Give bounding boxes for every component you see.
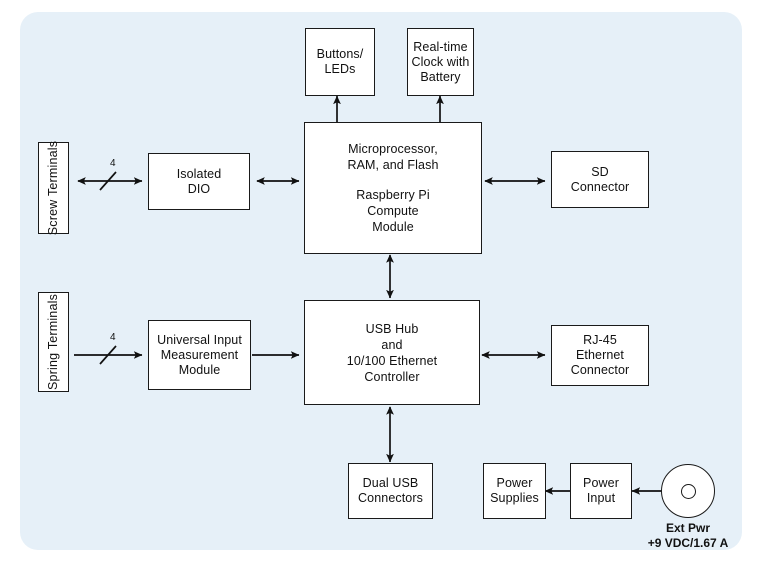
block-buttons-leds[interactable]: Buttons/ LEDs — [305, 28, 375, 96]
uim-line2: Measurement — [160, 347, 239, 362]
cpu-line2: RAM, and Flash — [347, 158, 439, 172]
usb-hub-line4: Controller — [364, 369, 420, 384]
buttons-leds-line1: Buttons/ — [316, 47, 364, 61]
cpu-line1: Microprocessor, — [348, 142, 438, 156]
power-supplies-line2: Supplies — [490, 491, 539, 505]
external-power-jack-icon[interactable] — [661, 464, 715, 518]
block-screw-terminals[interactable]: Screw Terminals — [38, 140, 69, 236]
usb-hub-line2: and — [381, 337, 403, 352]
block-isolated-dio[interactable]: Isolated DIO — [148, 153, 250, 210]
ext-power-line1: Ext Pwr — [665, 521, 710, 535]
rtc-line1: Real-time — [413, 39, 468, 54]
dual-usb-line1: Dual USB — [362, 476, 419, 490]
power-jack-pin-icon — [680, 483, 696, 499]
rj45-line1: RJ-45 — [583, 333, 617, 347]
block-power-supplies[interactable]: Power Supplies — [483, 463, 546, 519]
isolated-dio-line1: Isolated — [176, 166, 222, 181]
external-power-label: Ext Pwr +9 VDC/1.67 A — [608, 521, 757, 551]
power-supplies-line1: Power — [496, 476, 533, 490]
power-input-line1: Power — [583, 476, 619, 490]
cpu-line4: Compute — [367, 204, 419, 218]
block-rj45-ethernet-connector[interactable]: RJ-45 Ethernet Connector — [551, 325, 649, 386]
buttons-leds-line2: LEDs — [324, 62, 356, 76]
usb-hub-line3: 10/100 Ethernet — [346, 353, 438, 368]
screw-terminals-label: Screw Terminals — [46, 140, 61, 236]
rtc-line2: Clock with — [411, 54, 470, 69]
sd-connector-line1: SD — [591, 164, 609, 179]
block-power-input[interactable]: Power Input — [570, 463, 632, 519]
bus-width-label-spring: 4 — [110, 332, 116, 343]
dual-usb-line2: Connectors — [358, 491, 423, 505]
rj45-line2: Ethernet — [575, 348, 625, 362]
uim-line3: Module — [178, 362, 221, 377]
block-microprocessor[interactable]: Microprocessor, RAM, and Flash Raspberry… — [304, 122, 482, 254]
diagram-panel-background — [20, 12, 742, 550]
sd-connector-line2: Connector — [570, 179, 630, 194]
block-universal-input-measurement[interactable]: Universal Input Measurement Module — [148, 320, 251, 390]
usb-hub-line1: USB Hub — [365, 321, 419, 336]
block-spring-terminals[interactable]: Spring Terminals — [38, 292, 69, 392]
block-usb-hub-ethernet[interactable]: USB Hub and 10/100 Ethernet Controller — [304, 300, 480, 405]
cpu-line5: Module — [372, 220, 414, 234]
ext-power-line2: +9 VDC/1.67 A — [647, 536, 729, 550]
block-dual-usb-connectors[interactable]: Dual USB Connectors — [348, 463, 433, 519]
isolated-dio-line2: DIO — [187, 181, 211, 196]
rtc-line3: Battery — [420, 69, 461, 84]
spring-terminals-label: Spring Terminals — [46, 293, 61, 391]
rj45-line3: Connector — [570, 363, 630, 377]
cpu-line3: Raspberry Pi — [356, 188, 430, 202]
block-sd-connector[interactable]: SD Connector — [551, 151, 649, 208]
power-input-line2: Input — [586, 491, 616, 505]
block-real-time-clock[interactable]: Real-time Clock with Battery — [407, 28, 474, 96]
bus-width-label-screw: 4 — [110, 158, 116, 169]
uim-line1: Universal Input — [157, 332, 242, 347]
